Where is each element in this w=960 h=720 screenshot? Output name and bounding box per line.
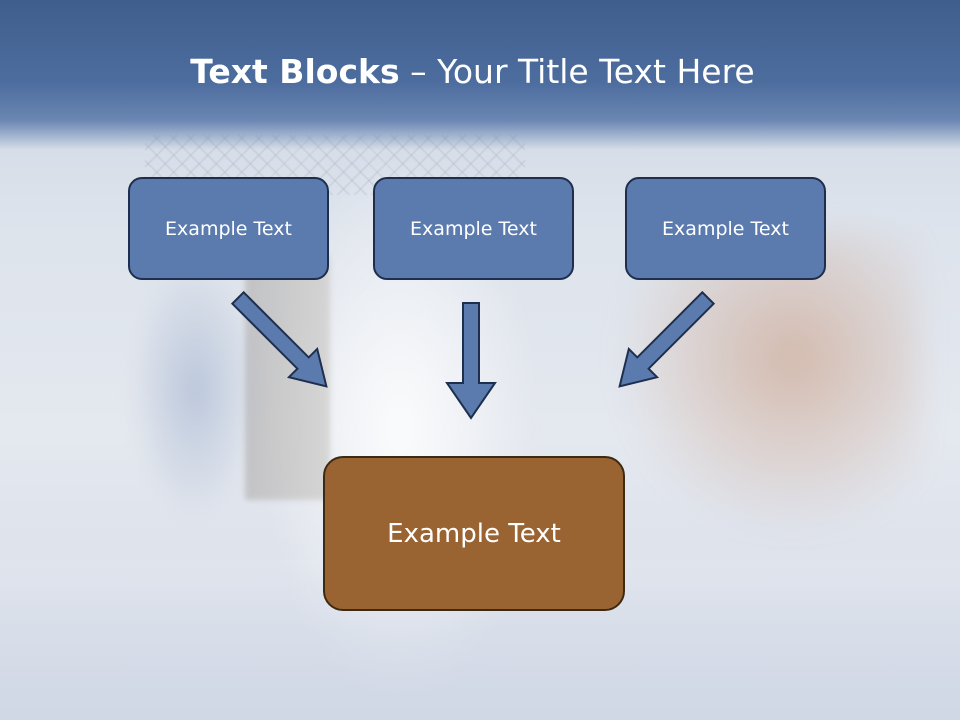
- slide-title[interactable]: Text Blocks – Your Title Text Here: [0, 52, 945, 91]
- arrow-down-right-icon: [230, 290, 328, 388]
- arrow-down-icon: [445, 302, 497, 420]
- text-block-label: Example Text: [410, 217, 537, 240]
- arrow-down-left-icon: [618, 290, 716, 388]
- text-block-label: Example Text: [662, 217, 789, 240]
- background-blurred-person: [600, 230, 920, 550]
- text-block-top-right[interactable]: Example Text: [625, 177, 826, 280]
- title-regular-part: Your Title Text Here: [437, 52, 755, 91]
- text-block-top-center[interactable]: Example Text: [373, 177, 574, 280]
- text-block-label: Example Text: [387, 518, 561, 549]
- text-block-label: Example Text: [165, 217, 292, 240]
- title-band: [0, 0, 960, 150]
- title-separator: –: [399, 52, 438, 91]
- text-block-bottom-center[interactable]: Example Text: [323, 456, 625, 611]
- text-block-top-left[interactable]: Example Text: [128, 177, 329, 280]
- title-bold-part: Text Blocks: [190, 52, 400, 91]
